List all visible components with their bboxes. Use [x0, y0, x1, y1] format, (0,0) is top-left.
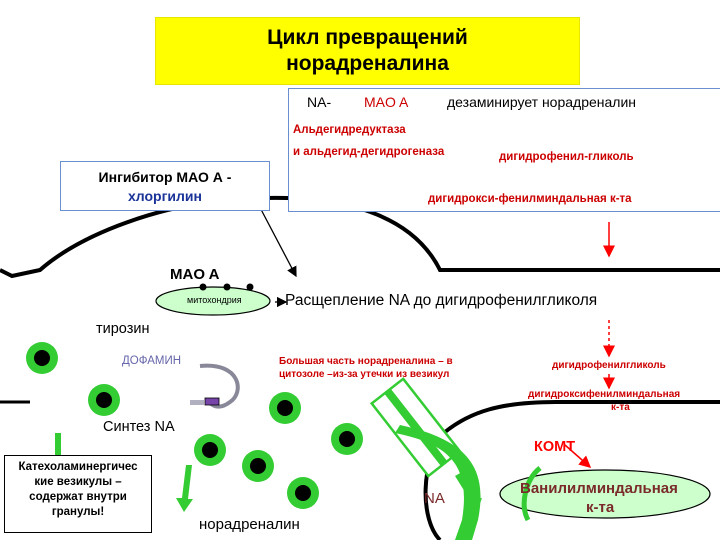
- breakdown-label: Расщепление NA до дигидрофенилгликоля: [285, 292, 598, 309]
- catechol-line1: Катехоламинергичес: [18, 461, 138, 473]
- vesicle-transporter: [204, 397, 220, 406]
- aldehyde-dehydrogenase-label: и альдегид-дегидрогеназа: [293, 146, 445, 158]
- vanillyl-line1: Ванилилминдальная: [520, 480, 678, 497]
- catechol-line3: содержат внутри: [29, 491, 127, 503]
- comt-label: КОМТ: [534, 439, 576, 455]
- title-line2: норадреналина: [286, 52, 449, 75]
- dihydrophenylglycol-label: дигидрофенил-гликоль: [499, 151, 634, 163]
- mao-a-label: MAO A: [170, 266, 220, 283]
- vanillyl-line2: к-та: [586, 499, 615, 516]
- synthesis-label: Синтез NA: [103, 419, 175, 435]
- catechol-line2: кие везикулы –: [34, 476, 122, 488]
- noradrenaline-label: норадреналин: [199, 516, 300, 533]
- cytosol-line1: Большая часть норадреналина – в: [279, 356, 453, 367]
- right-glycol-label: дигидрофенилгликоль: [552, 360, 666, 371]
- right-mandelic-line2: к-та: [611, 402, 630, 413]
- inhibitor-box: Ингибитор МАО А - хлоргилин: [60, 161, 270, 211]
- catechol-line4: гранулы!: [51, 506, 105, 518]
- catecholamine-box: Катехоламинергичес кие везикулы – содерж…: [4, 455, 152, 533]
- aldehyde-reductase-label: Альдегидредуктаза: [293, 124, 406, 136]
- mitochondrion: [155, 286, 271, 316]
- cytosol-line2: цитозоле –из-за утечки из везикул: [279, 369, 450, 380]
- membrane-transporter: [369, 377, 462, 478]
- vanillyl-ellipse: [499, 469, 711, 519]
- mao-dot: [199, 283, 207, 291]
- green-curve-arrow: [521, 466, 542, 522]
- dopamine-uptake-loop: [199, 363, 240, 409]
- dihydroxymandelic-label: дигидрокси-фенилминдальная к-та: [428, 193, 632, 205]
- vesicles: [26, 342, 363, 509]
- tyrosine-label: тирозин: [96, 321, 150, 337]
- metabolism-panel: [288, 88, 720, 212]
- dopamine-label: ДОФАМИН: [122, 355, 182, 367]
- comt-arrow: [564, 444, 592, 468]
- na-label: NA-: [307, 94, 332, 110]
- na-out-label: NA: [424, 490, 445, 507]
- deaminates-label: дезаминирует норадреналин: [447, 94, 637, 110]
- inhibitor-line1: Ингибитор МАО А -: [98, 169, 232, 185]
- mitochondria-label: митохондрия: [187, 295, 242, 305]
- mao-label: MAO A: [364, 94, 409, 110]
- inhibitor-line2: хлоргилин: [128, 188, 202, 204]
- right-mandelic-line1: дигидроксифенилминдальная: [528, 389, 681, 400]
- inhibitor-arrow: [254, 197, 297, 278]
- mao-dot: [246, 283, 254, 291]
- mao-dot: [223, 283, 231, 291]
- title-line1: Цикл превращений: [267, 26, 468, 49]
- title-box: Цикл превращений норадреналина: [155, 17, 580, 85]
